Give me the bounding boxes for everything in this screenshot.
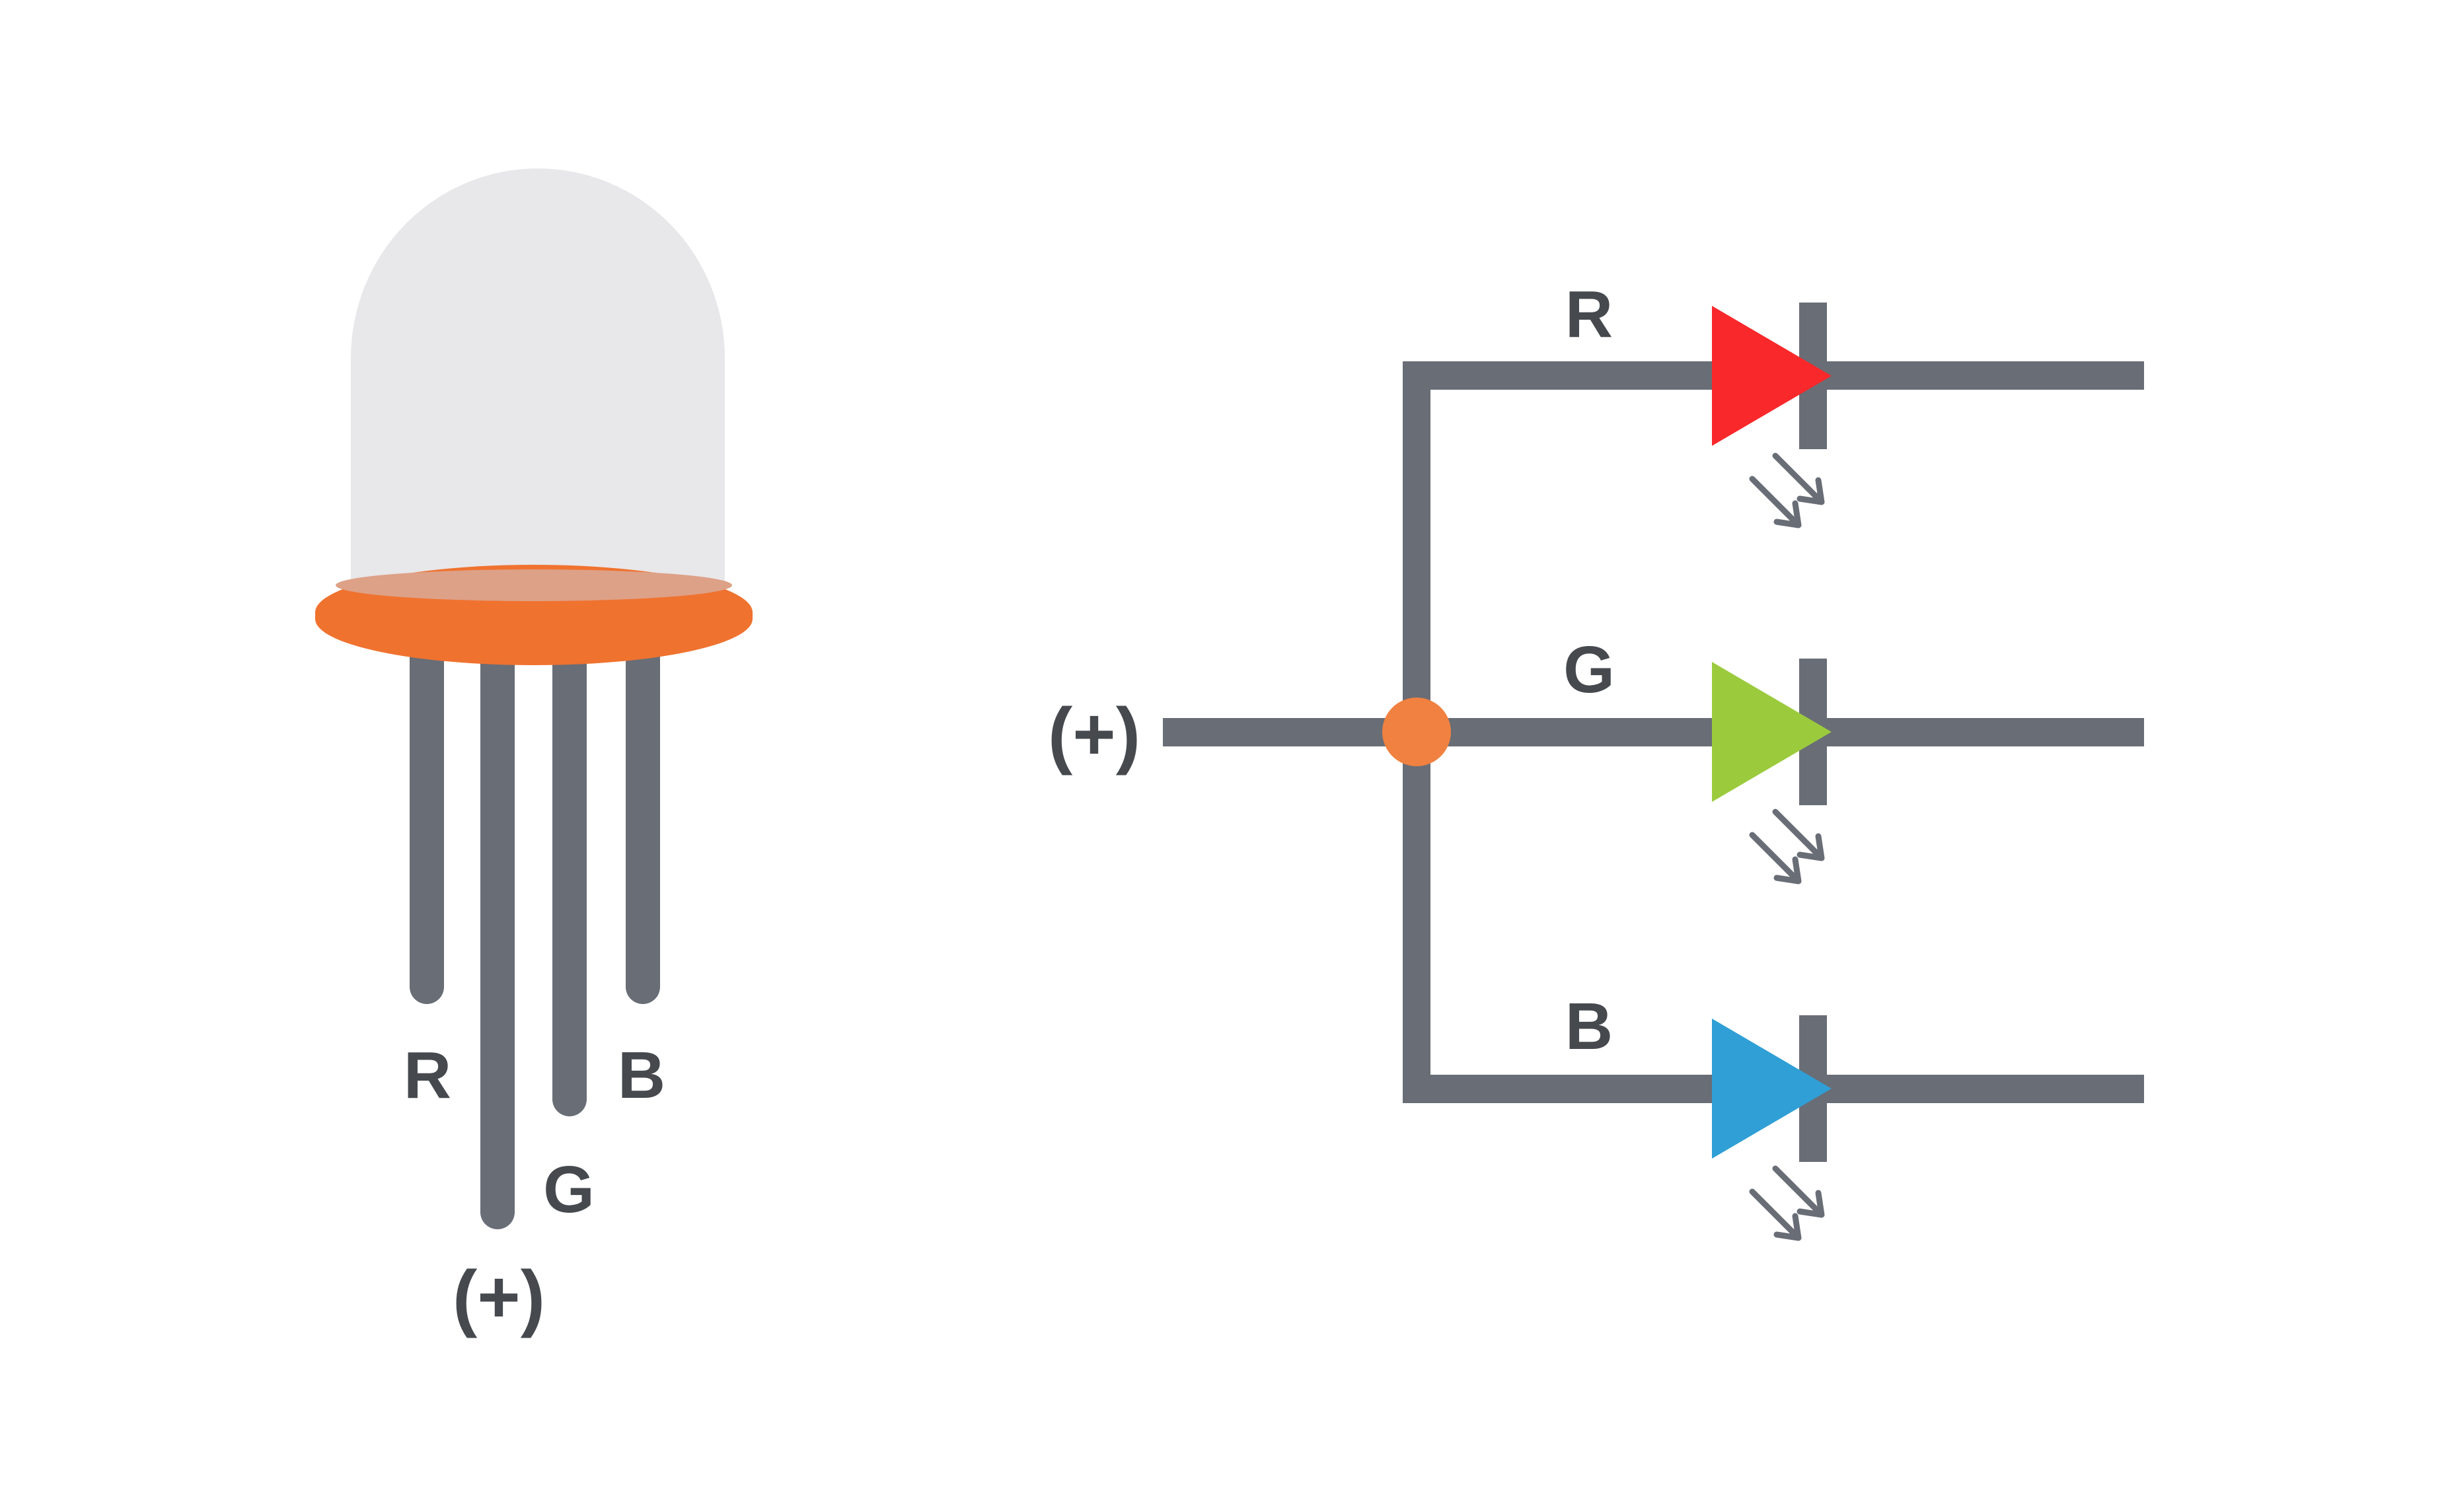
led-leg-green [552, 634, 587, 1116]
led-symbol-red: R [1565, 277, 1832, 528]
light-arrow [1749, 476, 1802, 528]
pin-label-anode: (+) [453, 1256, 545, 1338]
collar-top-face [336, 569, 732, 601]
diode-triangle-green [1712, 662, 1832, 802]
pin-label-red: R [404, 1038, 451, 1112]
branch-label-green: G [1563, 633, 1615, 707]
light-arrow [1772, 809, 1825, 861]
led-leg-red [410, 634, 444, 1004]
led-pinout-illustration: R B G (+) [315, 168, 753, 1338]
pin-label-blue: B [618, 1038, 665, 1112]
light-arrow [1749, 1188, 1802, 1241]
light-arrow [1772, 1165, 1825, 1218]
light-arrow [1772, 452, 1825, 505]
branch-label-blue: B [1565, 990, 1613, 1063]
led-symbol-blue: B [1565, 990, 1832, 1241]
led-legs [410, 634, 660, 1229]
led-leg-anode [480, 634, 515, 1229]
light-emission-arrows-icon [1749, 452, 1825, 528]
pin-label-green: G [543, 1153, 595, 1227]
led-leg-blue [626, 634, 660, 1004]
junction-dot-icon [1382, 698, 1451, 766]
led-base-collar-icon [315, 565, 753, 665]
led-dome-icon [351, 168, 725, 634]
branch-label-red: R [1565, 277, 1613, 351]
schematic-anode-label: (+) [1048, 693, 1140, 775]
diode-triangle-red [1712, 306, 1832, 446]
schematic-wires [1163, 361, 2144, 1103]
led-symbol-green: G [1563, 633, 1832, 884]
schematic: (+) R [1048, 277, 2144, 1241]
light-arrow [1749, 832, 1802, 884]
wire-anode-green [1163, 718, 2144, 746]
light-emission-arrows-icon [1749, 809, 1825, 884]
light-emission-arrows-icon [1749, 1165, 1825, 1241]
diode-triangle-blue [1712, 1019, 1832, 1159]
